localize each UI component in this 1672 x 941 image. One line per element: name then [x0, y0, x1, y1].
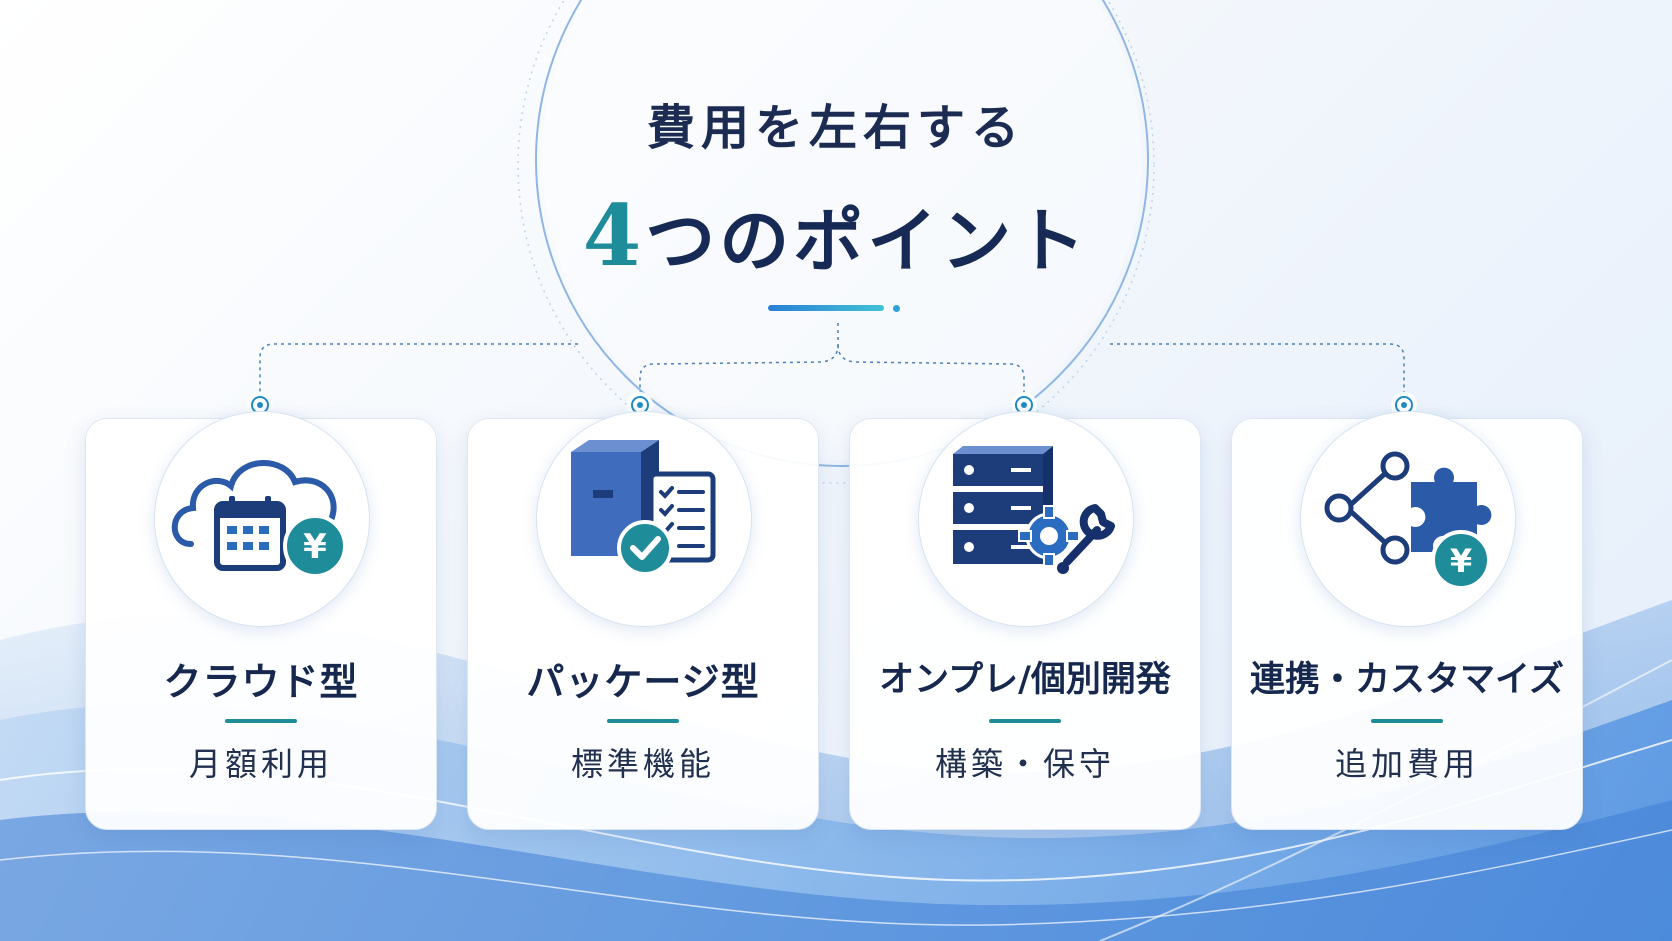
- card-title: オンプレ/個別開発: [879, 659, 1171, 700]
- cloud-calendar-yen-icon: ¥: [171, 460, 347, 578]
- title-text: つのポイント: [645, 199, 1090, 282]
- card-title: パッケージ型: [526, 659, 760, 704]
- page-title-line1: 費用を左右する: [646, 100, 1025, 156]
- card-underline: [607, 719, 679, 723]
- card-icon-ring: ¥: [154, 411, 370, 627]
- server-gear-wrench-icon: [953, 446, 1115, 574]
- title-number: 4: [582, 186, 646, 285]
- card-title: 連携・カスタマイズ: [1250, 659, 1564, 700]
- card-onpremise: オンプレ/個別開発 構築・保守: [849, 411, 1201, 830]
- svg-text:¥: ¥: [303, 527, 327, 567]
- card-subtitle: 標準機能: [570, 745, 715, 783]
- card-title: クラウド型: [163, 659, 359, 704]
- title-circle: [535, 0, 1149, 467]
- page-title-line2: 4つのポイント: [0, 185, 1672, 286]
- card-subtitle: 追加費用: [1334, 745, 1479, 783]
- card-underline: [1371, 719, 1443, 723]
- box-checklist-check-icon: [571, 440, 716, 576]
- title-underline: [768, 305, 884, 311]
- card-cloud: ¥ クラウド型 月額利用: [85, 411, 437, 830]
- title-circle-outer: [517, 0, 1155, 484]
- svg-text:¥: ¥: [1450, 542, 1472, 580]
- card-icon-ring: ¥: [1300, 411, 1516, 627]
- card-underline: [989, 719, 1061, 723]
- card-integration: ¥ 連携・カスタマイズ 追加費用: [1231, 411, 1583, 830]
- card-underline: [225, 719, 297, 723]
- card-subtitle: 構築・保守: [934, 745, 1115, 783]
- card-subtitle: 月額利用: [188, 745, 333, 783]
- card-package: パッケージ型 標準機能: [467, 411, 819, 830]
- connector-lines: [259, 323, 1405, 396]
- card-icon-ring: [536, 411, 752, 627]
- card-icon-ring: [918, 411, 1134, 627]
- title-underline-dot: [893, 305, 900, 312]
- share-puzzle-yen-icon: ¥: [1324, 451, 1492, 590]
